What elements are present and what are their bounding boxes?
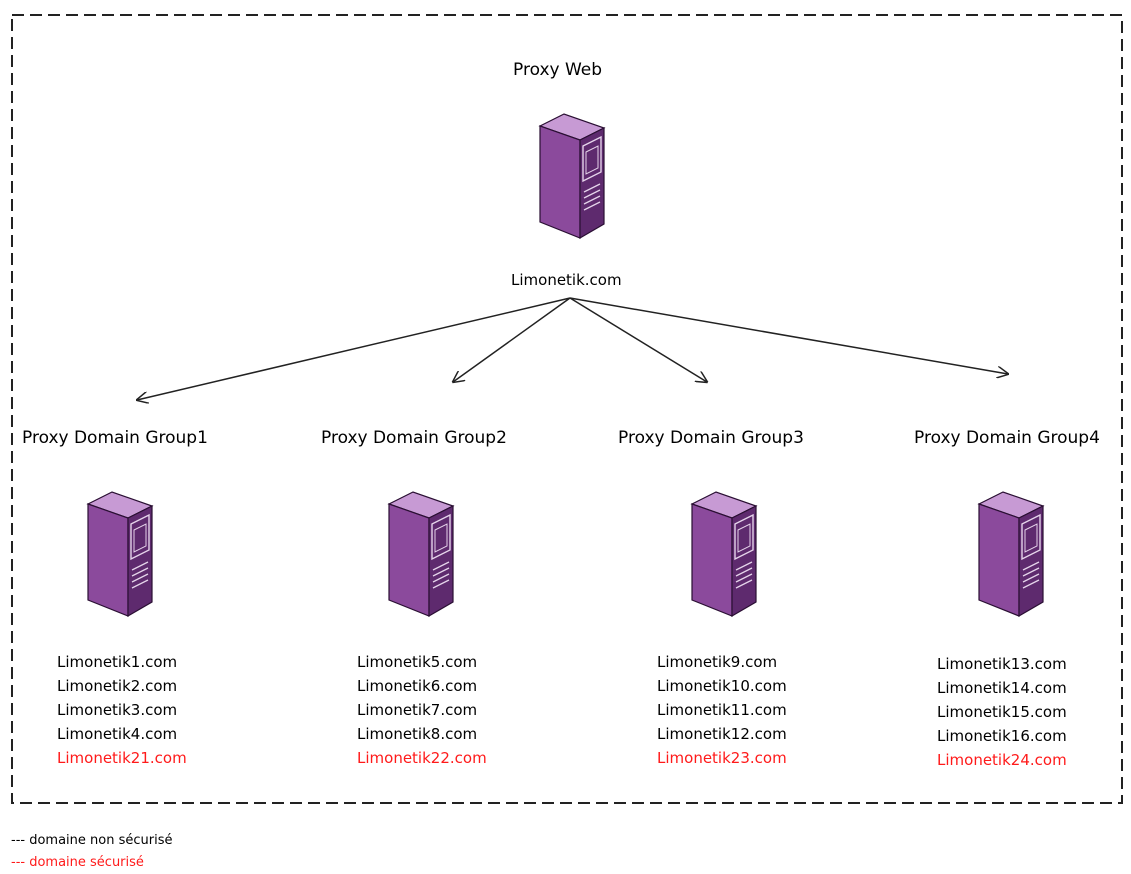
group1-domain-list: Limonetik1.com Limonetik2.com Limonetik3… xyxy=(57,650,187,770)
domain-item: Limonetik8.com xyxy=(357,725,478,743)
domain-item: Limonetik12.com xyxy=(657,725,787,743)
proxy-web-domain: Limonetik.com xyxy=(511,271,622,289)
domain-item: Limonetik5.com xyxy=(357,653,478,671)
server-icon xyxy=(690,491,758,618)
group4-domain-list: Limonetik13.com Limonetik14.com Limoneti… xyxy=(937,652,1067,772)
secure-domain-item: Limonetik24.com xyxy=(937,751,1067,769)
domain-item: Limonetik11.com xyxy=(657,701,787,719)
domain-item: Limonetik14.com xyxy=(937,679,1067,697)
legend-secure: --- domaine sécurisé xyxy=(11,855,144,870)
legend: --- domaine non sécurisé --- domaine séc… xyxy=(11,830,172,874)
group4-title: Proxy Domain Group4 xyxy=(914,428,1100,448)
group1-title: Proxy Domain Group1 xyxy=(22,428,208,448)
group3-title: Proxy Domain Group3 xyxy=(618,428,804,448)
domain-item: Limonetik1.com xyxy=(57,653,178,671)
domain-item: Limonetik2.com xyxy=(57,677,178,695)
group2-title: Proxy Domain Group2 xyxy=(321,428,507,448)
domain-item: Limonetik10.com xyxy=(657,677,787,695)
legend-non-secure: --- domaine non sécurisé xyxy=(11,833,173,848)
secure-domain-item: Limonetik23.com xyxy=(657,749,787,767)
server-icon xyxy=(86,491,154,618)
group3-domain-list: Limonetik9.com Limonetik10.com Limonetik… xyxy=(657,650,787,770)
server-icon xyxy=(538,113,606,240)
diagram-frame xyxy=(11,14,1123,804)
group2-domain-list: Limonetik5.com Limonetik6.com Limonetik7… xyxy=(357,650,487,770)
secure-domain-item: Limonetik22.com xyxy=(357,749,487,767)
secure-domain-item: Limonetik21.com xyxy=(57,749,187,767)
arrow-to-group4 xyxy=(569,297,1008,374)
server-icon xyxy=(387,491,455,618)
domain-item: Limonetik15.com xyxy=(937,703,1067,721)
server-icon xyxy=(977,491,1045,618)
arrow-to-group3 xyxy=(569,297,707,382)
arrow-to-group1 xyxy=(137,297,571,400)
domain-item: Limonetik16.com xyxy=(937,727,1067,745)
proxy-web-title: Proxy Web xyxy=(513,60,603,80)
domain-item: Limonetik9.com xyxy=(657,653,778,671)
domain-item: Limonetik13.com xyxy=(937,655,1067,673)
domain-item: Limonetik4.com xyxy=(57,725,178,743)
domain-item: Limonetik3.com xyxy=(57,701,178,719)
arrow-to-group2 xyxy=(453,297,571,382)
domain-item: Limonetik7.com xyxy=(357,701,478,719)
domain-item: Limonetik6.com xyxy=(357,677,478,695)
